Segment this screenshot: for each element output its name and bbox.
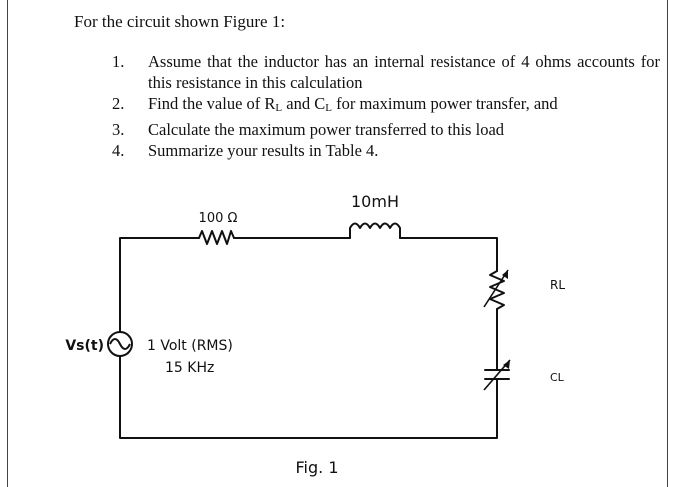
load-resistor-label: RL [550,278,565,292]
wire-top-left [119,237,200,333]
variable-capacitor-arrow [483,359,511,391]
inductor-10mh [349,222,401,239]
task-text: Summarize your results in Table 4. [148,141,379,160]
task-item-1: 1. Assume that the inductor has an inter… [112,51,660,93]
subscript-l: L [325,102,332,114]
task-text-part: Find the value of R [148,94,276,113]
task-number: 4. [112,141,125,160]
wire-right-bottom [119,355,498,439]
source-name-label: Vs(t) [65,338,104,354]
resistor-100-ohm [198,230,235,245]
wire-top-right [399,237,498,272]
figure-caption: Fig. 1 [296,458,339,477]
left-border-line [7,0,8,487]
task-text: Calculate the maximum power transferred … [148,120,505,139]
task-list: 1. Assume that the inductor has an inter… [112,51,660,161]
task-item-2: 2. Find the value of RL and CL for maxim… [112,93,660,119]
source-value-label: 1 Volt (RMS) [147,338,233,354]
task-text-part: for maximum power transfer, and [331,94,558,113]
task-item-4: 4. Summarize your results in Table 4. [112,140,660,161]
resistor-label: 100 Ω [199,211,238,226]
load-capacitor-label: CL [550,371,565,384]
task-number: 2. [112,94,125,113]
intro-text: For the circuit shown Figure 1: [74,12,286,31]
load-resistor [489,270,505,310]
task-text-part: and C [282,94,326,113]
inductor-label: 10mH [351,192,399,211]
task-text: Assume that the inductor has an internal… [148,52,660,92]
right-border-line [667,0,668,487]
task-number: 3. [112,120,125,139]
ac-voltage-source [107,331,133,357]
source-frequency-label: 15 KHz [165,360,214,376]
subscript-l: L [275,102,283,114]
task-number: 1. [112,52,125,71]
task-item-3: 3. Calculate the maximum power transferr… [112,119,660,140]
variable-resistor-arrow [483,269,509,308]
